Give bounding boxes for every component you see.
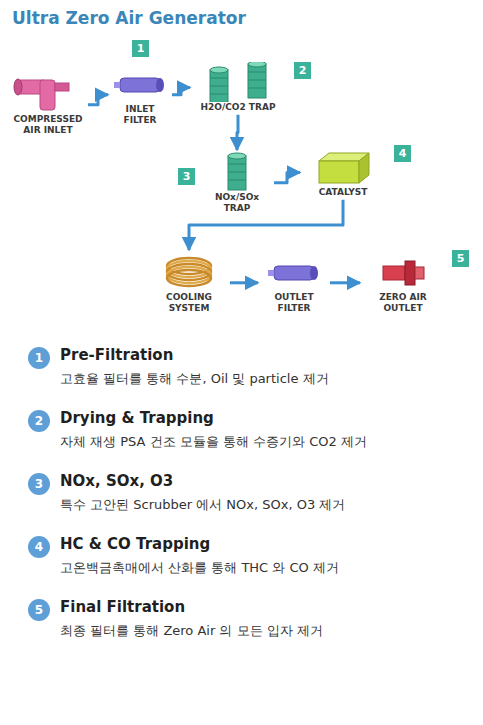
outlet-nut: [405, 261, 415, 285]
part-label: COOLING SYSTEM: [150, 292, 228, 314]
number-text: 4: [399, 148, 407, 159]
step-number: 5: [28, 599, 50, 621]
catalyst-box-icon: [302, 147, 384, 187]
filter-port: [114, 82, 120, 88]
pipe-connector: [88, 95, 108, 105]
callout-number: 4: [394, 145, 411, 162]
cylinder-top: [228, 153, 246, 159]
part-label: NOx/SOx TRAP: [202, 192, 272, 214]
inlet-filter-icon: [110, 64, 170, 104]
step-description: 특수 고안된 Scrubber 에서 NOx, SOx, O3 제거: [60, 496, 475, 514]
part-label: INLET FILTER: [110, 104, 170, 126]
outlet-fitting: ZERO AIR OUTLET: [360, 250, 446, 316]
cylinder-top: [248, 62, 266, 67]
pipe-connector: [172, 87, 190, 94]
scrubber-trap-icon: [202, 152, 272, 192]
catalyst-front: [319, 161, 359, 183]
pipes: [88, 87, 360, 282]
coil-winding: [167, 270, 211, 286]
cylinder-ridge: [228, 180, 246, 181]
step-number: 1: [28, 347, 50, 369]
cylinder-ridge: [248, 72, 266, 73]
number-text: 1: [35, 352, 43, 364]
number-text: 2: [299, 65, 307, 76]
step-heading: Final Filtration: [60, 598, 470, 616]
cylinder-ridge: [248, 88, 266, 89]
cylinder-ridge: [228, 172, 246, 173]
cylinder-ridge: [228, 164, 246, 165]
step-number: 3: [28, 473, 50, 495]
pipe-connector: [330, 281, 360, 284]
part-label: ZERO AIR OUTLET: [362, 292, 444, 314]
inlet-fitting-icon: [10, 74, 86, 114]
pipe-connector: [189, 200, 343, 250]
number-text: 5: [35, 604, 43, 616]
inlet-filter: INLET FILTER: [108, 62, 172, 128]
cooling-coil: COOLING SYSTEM: [148, 250, 230, 316]
inlet-fitting: COMPRESSED AIR INLET: [8, 72, 88, 138]
trap-cylinder: [210, 70, 228, 102]
filter-cap: [156, 78, 164, 92]
catalyst-side: [359, 153, 369, 183]
filter-cap: [310, 266, 318, 280]
pipe-connector: [274, 172, 300, 182]
number-text: 3: [35, 478, 43, 490]
filter-body: [120, 78, 160, 92]
number-text: 2: [35, 415, 43, 427]
outlet-filter-icon: [260, 252, 328, 292]
pipe-flange: [14, 79, 22, 95]
catalyst-box: CATALYST: [300, 145, 386, 200]
outlet-body: [383, 266, 405, 280]
number-text: 1: [137, 43, 145, 54]
pipe-outlet: [55, 83, 69, 91]
step-number: 4: [28, 536, 50, 558]
trap-pair-icon: [192, 62, 284, 102]
trap-cylinder: [228, 156, 246, 190]
trap-pair: H2O/CO2 TRAP: [190, 60, 286, 115]
callout-number: 5: [452, 250, 469, 267]
part-label: H2O/CO2 TRAP: [192, 102, 284, 113]
step-description: 고온백금촉매에서 산화를 통해 THC 와 CO 제거: [60, 559, 475, 577]
filter-port: [268, 270, 274, 276]
number-text: 3: [183, 171, 191, 182]
step-heading: Drying & Trapping: [60, 409, 470, 427]
pipe-connector: [230, 281, 258, 284]
callout-number: 3: [178, 168, 195, 185]
step-heading: NOx, SOx, O3: [60, 472, 470, 490]
scrubber-trap: NOx/SOx TRAP: [200, 150, 274, 216]
callout-number: 1: [132, 40, 149, 57]
cylinder-ridge: [210, 78, 228, 79]
cylinder-ridge: [210, 94, 228, 95]
cylinder-ridge: [210, 86, 228, 87]
number-text: 5: [457, 253, 465, 264]
outlet-fitting-icon: [362, 252, 444, 292]
diagram-title: Ultra Zero Air Generator: [12, 8, 246, 28]
step-description: 최종 필터를 통해 Zero Air 의 모든 입자 제거: [60, 622, 475, 640]
outlet-filter: OUTLET FILTER: [258, 250, 330, 316]
part-label: COMPRESSED AIR INLET: [10, 114, 86, 136]
filter-body: [274, 266, 314, 280]
pipe-connector: [237, 115, 238, 150]
trap-cylinder: [248, 64, 266, 98]
number-text: 4: [35, 541, 43, 553]
outlet-tip: [415, 267, 424, 279]
step-description: 고효율 필터를 통해 수분, Oil 및 particle 제거: [60, 370, 475, 388]
callout-number: 2: [294, 62, 311, 79]
step-description: 자체 재생 PSA 건조 모듈을 통해 수증기와 CO2 제거: [60, 433, 475, 451]
cylinder-ridge: [248, 80, 266, 81]
cooling-coil-icon: [150, 252, 228, 292]
step-heading: HC & CO Trapping: [60, 535, 470, 553]
cylinder-top: [210, 67, 228, 73]
pipe-elbow: [40, 80, 55, 110]
step-heading: Pre-Filtration: [60, 346, 470, 364]
part-label: CATALYST: [302, 187, 384, 198]
part-label: OUTLET FILTER: [260, 292, 328, 314]
step-number: 2: [28, 410, 50, 432]
